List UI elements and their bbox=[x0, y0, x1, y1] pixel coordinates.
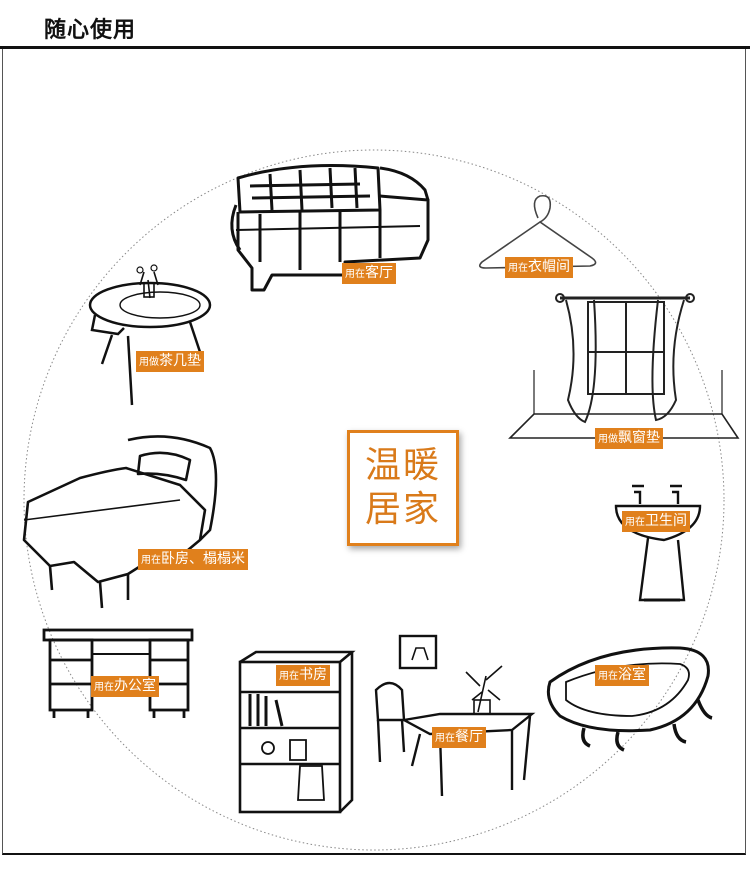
label-place: 浴室 bbox=[618, 667, 646, 683]
bathtub-icon bbox=[546, 646, 713, 752]
label-hanger: 用在衣帽间 bbox=[505, 257, 573, 278]
label-dining: 用在餐厅 bbox=[432, 727, 486, 748]
bookshelf-icon bbox=[238, 650, 356, 814]
label-sofa: 用在客厅 bbox=[342, 263, 396, 284]
label-prefix: 用在 bbox=[598, 671, 618, 682]
label-place: 客厅 bbox=[365, 265, 393, 281]
label-desk: 用在办公室 bbox=[91, 676, 159, 697]
content-frame bbox=[2, 49, 746, 855]
bed-icon bbox=[22, 435, 218, 609]
label-place: 书房 bbox=[299, 667, 327, 683]
dining-table-icon bbox=[374, 634, 536, 797]
dotted-circle bbox=[23, 149, 725, 851]
page-title: 随心使用 bbox=[44, 18, 137, 43]
label-prefix: 用在 bbox=[141, 555, 161, 566]
tea-table-icon bbox=[88, 264, 212, 406]
center-slogan-box: 温暖 居家 bbox=[347, 430, 459, 546]
label-place: 卧房、榻榻米 bbox=[161, 551, 245, 567]
label-bed: 用在卧房、榻榻米 bbox=[138, 549, 248, 570]
label-place: 茶几垫 bbox=[159, 353, 201, 369]
label-tea-table: 用做茶几垫 bbox=[136, 351, 204, 372]
label-bookshelf: 用在书房 bbox=[276, 665, 330, 686]
label-prefix: 用在 bbox=[625, 517, 645, 528]
label-prefix: 用在 bbox=[345, 269, 365, 280]
label-prefix: 用做 bbox=[598, 434, 618, 445]
label-prefix: 用在 bbox=[94, 682, 114, 693]
label-prefix: 用在 bbox=[508, 263, 528, 274]
sofa-icon bbox=[230, 164, 430, 292]
label-prefix: 用做 bbox=[139, 357, 159, 368]
label-window: 用做飘窗垫 bbox=[595, 428, 663, 449]
slogan-line-2: 居家 bbox=[364, 489, 441, 530]
label-bathtub: 用在浴室 bbox=[595, 665, 649, 686]
label-place: 衣帽间 bbox=[528, 259, 570, 275]
label-prefix: 用在 bbox=[279, 671, 299, 682]
slogan-line-1: 温暖 bbox=[364, 445, 441, 486]
desk-icon bbox=[42, 628, 194, 718]
label-sink: 用在卫生间 bbox=[622, 511, 690, 532]
label-place: 办公室 bbox=[114, 678, 156, 694]
window-curtain-icon bbox=[508, 293, 740, 439]
label-place: 餐厅 bbox=[455, 729, 483, 745]
label-prefix: 用在 bbox=[435, 733, 455, 744]
sink-icon bbox=[614, 484, 702, 602]
label-place: 卫生间 bbox=[645, 513, 687, 529]
label-place: 飘窗垫 bbox=[618, 430, 660, 446]
header-divider bbox=[0, 46, 750, 49]
